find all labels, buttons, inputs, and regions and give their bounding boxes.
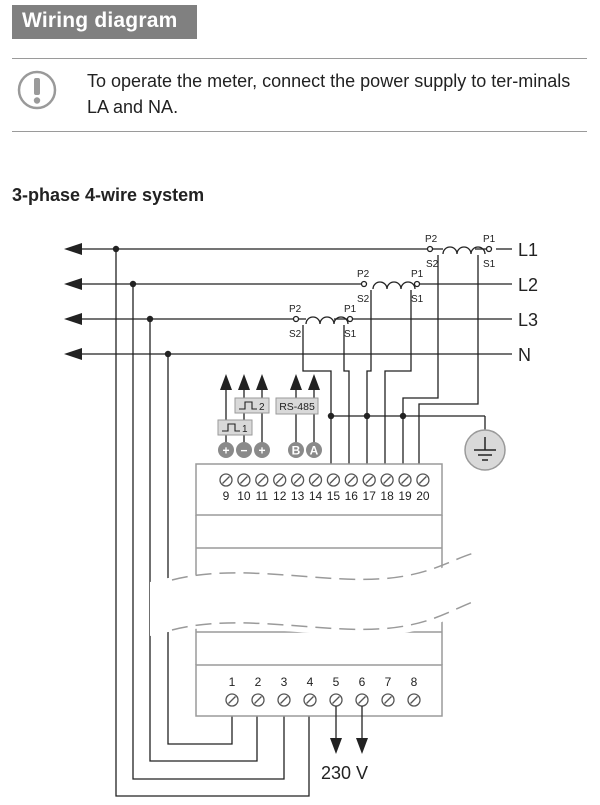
terminal-17-label: 17 bbox=[363, 489, 377, 503]
exclamation-icon bbox=[17, 70, 57, 110]
terminal-3-label: 3 bbox=[281, 675, 288, 689]
pulse-plus-2: + bbox=[258, 444, 265, 458]
ct-l1-p1-node bbox=[485, 245, 493, 253]
ct-l2-s1: S1 bbox=[411, 294, 424, 305]
label-l2: L2 bbox=[518, 275, 538, 295]
ct-l1-p1: P1 bbox=[483, 234, 496, 245]
terminal-4-label: 4 bbox=[307, 675, 314, 689]
arrow-l3 bbox=[64, 313, 82, 325]
pulse-out2-label: 2 bbox=[259, 402, 265, 413]
pulse-output-1: 1 bbox=[217, 419, 253, 436]
ct-l3-s1: S1 bbox=[344, 329, 357, 340]
terminal-16-label: 16 bbox=[345, 489, 359, 503]
terminal-14-label: 14 bbox=[309, 489, 323, 503]
ct-l3-p1: P1 bbox=[344, 304, 357, 315]
header-bar bbox=[12, 5, 197, 39]
page-title: Wiring diagram bbox=[22, 9, 178, 32]
ground-icon bbox=[464, 429, 506, 471]
arrow-l1 bbox=[64, 243, 82, 255]
pulse-minus: − bbox=[240, 444, 247, 458]
terminal-1-label: 1 bbox=[229, 675, 236, 689]
ct-l3-coil bbox=[305, 316, 349, 325]
terminal-19-label: 19 bbox=[398, 489, 412, 503]
pulse-plus-1: + bbox=[222, 444, 229, 458]
supply-label: 230 V bbox=[321, 763, 368, 783]
ct-l3-p2-node bbox=[292, 315, 300, 323]
terminal-2-label: 2 bbox=[255, 675, 262, 689]
rs485-b: B bbox=[292, 444, 301, 458]
rs485-port: RS-485 B A bbox=[275, 397, 322, 458]
ct-l3-p1-node bbox=[346, 315, 354, 323]
ct-l2-coil bbox=[372, 281, 416, 290]
label-n: N bbox=[518, 345, 531, 365]
section-title: 3-phase 4-wire system bbox=[12, 185, 205, 205]
terminal-9-label: 9 bbox=[223, 489, 230, 503]
terminal-12-label: 12 bbox=[273, 489, 287, 503]
divider-bottom bbox=[12, 131, 587, 132]
pulse-out1-label: 1 bbox=[242, 424, 248, 435]
label-l1: L1 bbox=[518, 240, 538, 260]
terminal-13-label: 13 bbox=[291, 489, 305, 503]
ct-l1-p2: P2 bbox=[425, 234, 438, 245]
arrow-l2 bbox=[64, 278, 82, 290]
ct-l2-p2: P2 bbox=[357, 269, 370, 280]
ct-l1-s2: S2 bbox=[426, 259, 439, 270]
terminal-11-label: 11 bbox=[256, 489, 269, 503]
arrow-n bbox=[64, 348, 82, 360]
terminal-8-label: 8 bbox=[411, 675, 418, 689]
terminal-20-label: 20 bbox=[416, 489, 430, 503]
note-text: To operate the meter, connect the power … bbox=[87, 71, 571, 117]
terminal-6-label: 6 bbox=[359, 675, 366, 689]
ct-l2-p1: P1 bbox=[411, 269, 424, 280]
terminal-5-label: 5 bbox=[333, 675, 340, 689]
terminal-15-label: 15 bbox=[327, 489, 341, 503]
label-l3: L3 bbox=[518, 310, 538, 330]
terminal-18-label: 18 bbox=[380, 489, 394, 503]
ct-l2-p2-node bbox=[360, 280, 368, 288]
rs485-a: A bbox=[310, 444, 319, 458]
ct-l1-p2-node bbox=[426, 245, 434, 253]
ct-l2-s2: S2 bbox=[357, 294, 370, 305]
terminal-strip-bottom: 1 2 3 4 5 6 7 8 bbox=[225, 675, 421, 707]
terminal-7-label: 7 bbox=[385, 675, 392, 689]
ct-l1-coil bbox=[442, 246, 486, 255]
terminal-10-label: 10 bbox=[237, 489, 251, 503]
ct-l2-p1-node bbox=[413, 280, 421, 288]
meter-top-block bbox=[195, 463, 443, 516]
divider-top bbox=[12, 58, 587, 59]
ct-l1-s1: S1 bbox=[483, 259, 496, 270]
meter-bottom-block bbox=[195, 664, 443, 717]
ct-l3-p2: P2 bbox=[289, 304, 302, 315]
pulse-output-2: 2 bbox=[234, 397, 270, 414]
rs485-label: RS-485 bbox=[279, 401, 315, 413]
ct-l3-s2: S2 bbox=[289, 329, 302, 340]
